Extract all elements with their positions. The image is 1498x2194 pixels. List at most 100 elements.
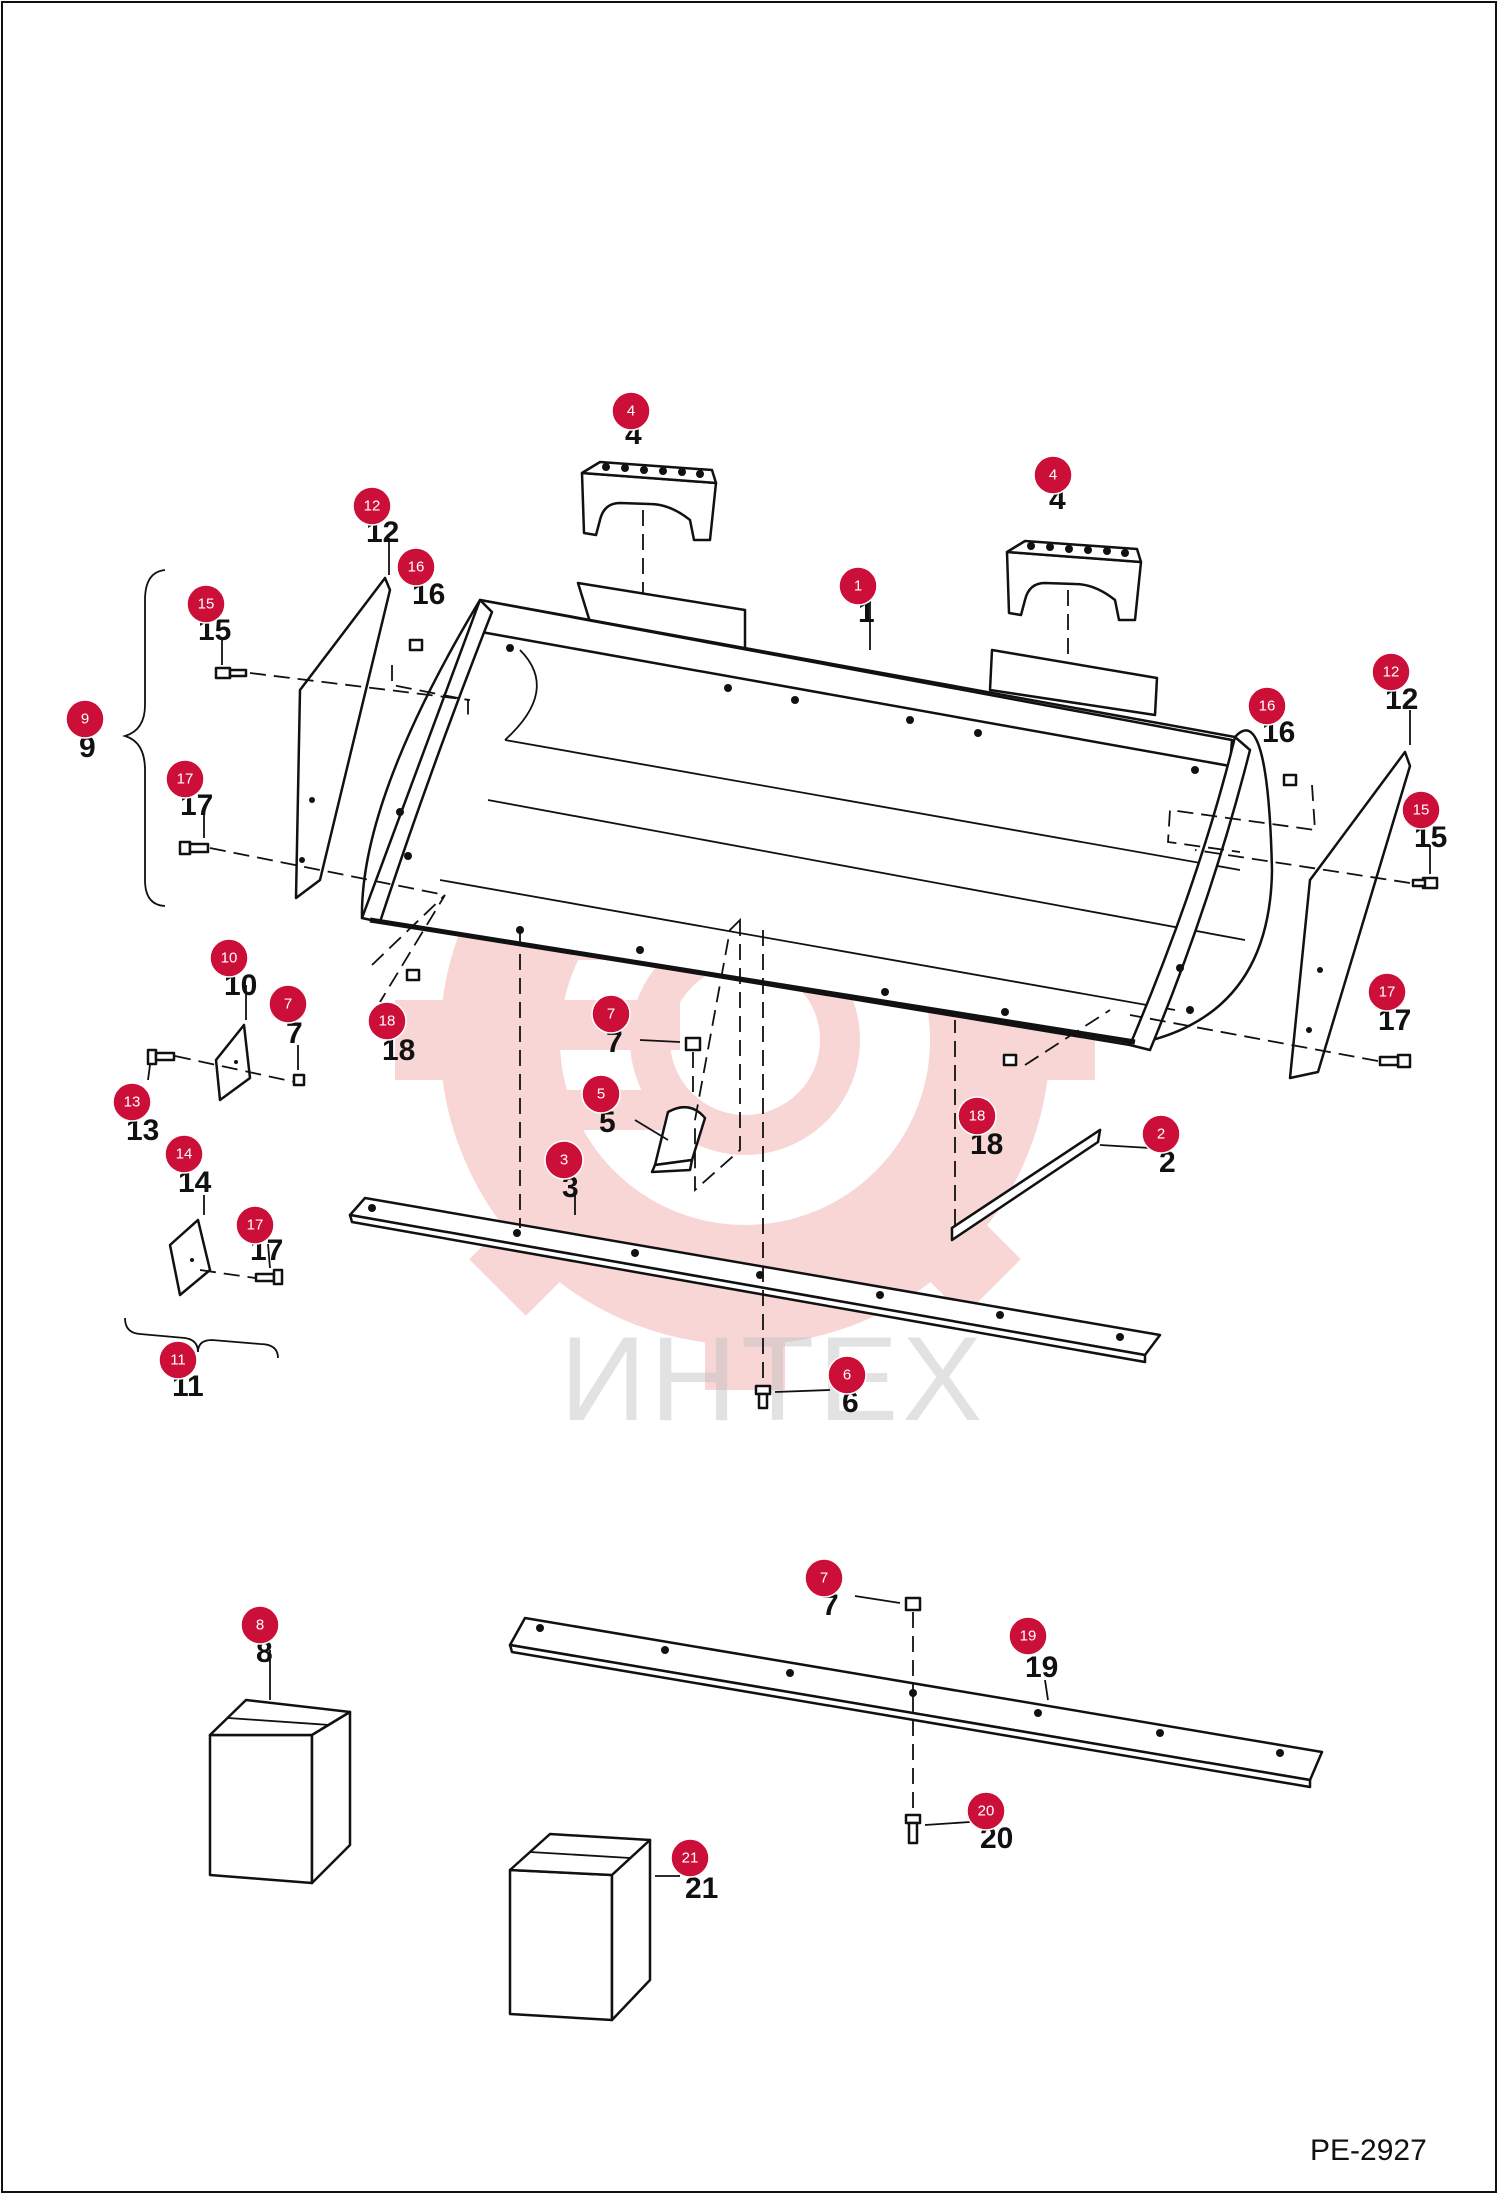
kit-box-part-8	[208, 1698, 352, 1885]
bucket-grip-left	[580, 460, 718, 542]
nut-18-right	[1002, 1053, 1018, 1067]
callout-c4a: 44	[611, 391, 651, 451]
callout-badge-number: 18	[379, 1013, 396, 1030]
cutting-edge-bar-part-19	[508, 1616, 1324, 1789]
callout-badge-number: 13	[124, 1094, 141, 1111]
callout-badge	[581, 1074, 621, 1114]
callout-badge-number: 21	[682, 1850, 699, 1867]
part-number-label: 7	[606, 1026, 623, 1059]
callout-badge-number: 5	[597, 1086, 605, 1103]
callout-badge	[209, 938, 249, 978]
callout-badge	[240, 1605, 280, 1645]
part-number-label: 19	[1025, 1651, 1058, 1684]
callout-badge	[611, 391, 651, 431]
callout-badge	[827, 1355, 867, 1395]
callout-badge	[1367, 972, 1407, 1012]
callout-badge	[957, 1096, 997, 1136]
callout-badge-number: 16	[1259, 698, 1276, 715]
callout-badge	[591, 994, 631, 1034]
callout-badge-number: 2	[1157, 1126, 1165, 1143]
callout-badge-number: 11	[170, 1352, 186, 1369]
callout-badge-number: 6	[843, 1367, 851, 1384]
bolt-part-20	[904, 1813, 922, 1845]
callout-c7b: 77	[591, 994, 631, 1059]
part-number-label: 7	[286, 1017, 303, 1050]
bucket-grip-right	[1005, 539, 1143, 622]
bolt-17-edge	[254, 1268, 284, 1286]
callout-badge-number: 17	[247, 1217, 264, 1234]
callout-c4b: 44	[1033, 455, 1073, 516]
callout-badge	[1033, 455, 1073, 495]
callout-badge	[165, 759, 205, 799]
callout-badge	[1371, 652, 1411, 692]
callout-c9: 99	[65, 699, 105, 764]
callout-badge-number: 7	[284, 996, 292, 1013]
side-cutting-edge-left	[294, 576, 392, 900]
callout-c3: 33	[544, 1140, 584, 1204]
callout-c7c: 77	[804, 1558, 844, 1622]
callout-badge-number: 4	[1049, 467, 1057, 484]
callout-badge	[1141, 1114, 1181, 1154]
callout-layer: 4444111212121216161616151515159917171717…	[65, 391, 1447, 1905]
callout-badge	[235, 1205, 275, 1245]
callout-badge	[804, 1558, 844, 1598]
callout-badge	[367, 1001, 407, 1041]
callout-badge-number: 7	[820, 1570, 828, 1587]
callout-badge-number: 3	[560, 1152, 568, 1169]
nut-7-edge	[292, 1073, 306, 1087]
bucket-tooth-part-5	[650, 1105, 707, 1174]
callout-badge-number: 14	[176, 1146, 193, 1163]
callout-c6: 66	[827, 1355, 867, 1419]
callout-badge-number: 9	[81, 711, 89, 728]
callout-badge	[65, 699, 105, 739]
callout-c7a: 77	[268, 984, 308, 1050]
callout-badge-number: 12	[364, 498, 381, 515]
callout-badge-number: 17	[1379, 984, 1396, 1001]
callout-badge-number: 12	[1383, 664, 1400, 681]
bolt-part-6	[754, 1384, 772, 1410]
callout-badge-number: 17	[177, 771, 194, 788]
callout-badge	[1008, 1616, 1048, 1656]
callout-c1: 11	[838, 566, 878, 629]
part-number-label: 5	[599, 1106, 616, 1139]
cutting-edge-bar-part-3	[348, 1196, 1162, 1364]
callout-badge-number: 10	[221, 950, 238, 967]
bucket-body	[360, 581, 1274, 1052]
bolt-15-right	[1411, 876, 1439, 890]
nut-16-right	[1282, 773, 1298, 787]
callout-badge	[186, 584, 226, 624]
kit-box-part-21	[508, 1832, 652, 2022]
callout-badge	[164, 1134, 204, 1174]
callout-c8: 88	[240, 1605, 280, 1669]
callout-badge	[112, 1082, 152, 1122]
callout-badge-number: 18	[969, 1108, 986, 1125]
bracket-group-11	[124, 1317, 279, 1359]
callout-badge-number: 16	[408, 559, 425, 576]
callout-badge	[396, 547, 436, 587]
nut-18-left	[405, 968, 421, 982]
drawing-code: PE-2927	[1310, 2134, 1427, 2167]
callout-badge	[158, 1340, 198, 1380]
bolt-on-edge-part-14	[168, 1218, 212, 1297]
callout-badge-number: 19	[1020, 1628, 1037, 1645]
callout-badge	[838, 566, 878, 606]
bolt-13	[146, 1048, 176, 1066]
callout-badge	[670, 1838, 710, 1878]
nut-16-left	[408, 638, 424, 652]
bracket-group-9	[121, 569, 166, 907]
part-number-label: 9	[79, 731, 96, 764]
